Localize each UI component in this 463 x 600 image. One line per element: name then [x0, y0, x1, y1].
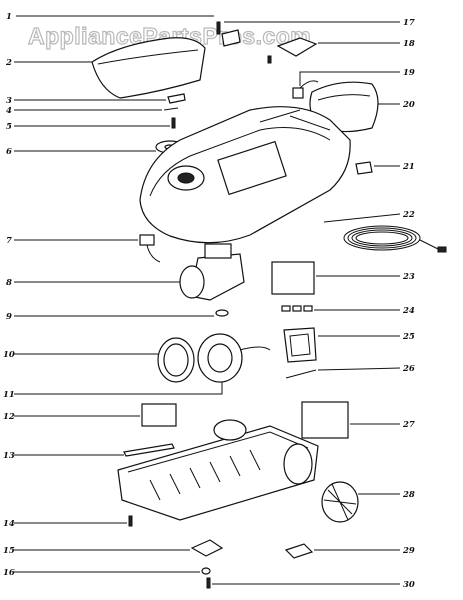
leader-lines [14, 15, 401, 585]
callout-15: 15 [3, 546, 15, 556]
callout-6: 6 [6, 147, 12, 157]
callout-3: 3 [6, 96, 12, 106]
part-latch [284, 543, 314, 559]
part-switch [292, 80, 319, 99]
part-bag [91, 37, 206, 99]
part-wheel [321, 481, 359, 523]
callout-30: 30 [403, 580, 415, 590]
callout-7: 7 [6, 236, 12, 246]
callout-11: 11 [3, 390, 15, 400]
callout-labels: 1 2 3 4 5 6 7 8 9 10 11 12 13 14 15 16 1… [3, 12, 415, 590]
part-latch-clip [221, 29, 241, 47]
part-screw-16 [201, 567, 211, 575]
callout-21: 21 [402, 162, 415, 172]
callout-10: 10 [3, 350, 15, 360]
callout-19: 19 [403, 68, 415, 78]
callout-2: 2 [5, 58, 12, 68]
callout-17: 17 [403, 18, 415, 28]
part-bracket [190, 539, 224, 557]
part-filter-left [141, 403, 177, 427]
callout-12: 12 [3, 412, 15, 422]
part-strip [123, 443, 175, 457]
part-motor [197, 333, 271, 383]
callout-14: 14 [3, 519, 15, 529]
callout-18: 18 [403, 39, 415, 49]
callout-25: 25 [402, 332, 415, 342]
part-small-pieces [163, 93, 186, 129]
part-handle-piece [267, 37, 318, 64]
part-power-cord [343, 225, 447, 253]
callout-9: 9 [6, 312, 12, 322]
callout-22: 22 [402, 210, 415, 220]
callout-29: 29 [402, 546, 415, 556]
part-screw-top [216, 21, 221, 35]
watermark-text: AppliancePartsPros.com [28, 23, 311, 49]
callout-26: 26 [402, 364, 415, 374]
callout-28: 28 [402, 490, 415, 500]
callout-20: 20 [402, 100, 415, 110]
part-base [117, 419, 319, 521]
part-screw-30 [206, 577, 211, 589]
callout-23: 23 [402, 272, 415, 282]
callout-4: 4 [6, 106, 12, 116]
part-ring [157, 337, 195, 383]
part-pin [285, 369, 317, 379]
part-small-gasket [215, 309, 229, 317]
callout-16: 16 [3, 568, 15, 578]
part-screw-14 [128, 515, 133, 527]
part-filter-right [271, 261, 315, 295]
part-frame [283, 327, 317, 363]
part-filter-large [301, 401, 349, 439]
callout-8: 8 [6, 278, 12, 288]
part-connector [139, 234, 161, 263]
callout-24: 24 [402, 306, 415, 316]
callout-13: 13 [3, 451, 15, 461]
callout-5: 5 [6, 122, 12, 132]
part-main-housing [139, 106, 351, 244]
callout-1: 1 [6, 12, 12, 22]
callout-27: 27 [402, 420, 415, 430]
part-motor-housing [179, 243, 245, 301]
part-knob [355, 161, 373, 175]
part-gasket-row [281, 305, 313, 312]
